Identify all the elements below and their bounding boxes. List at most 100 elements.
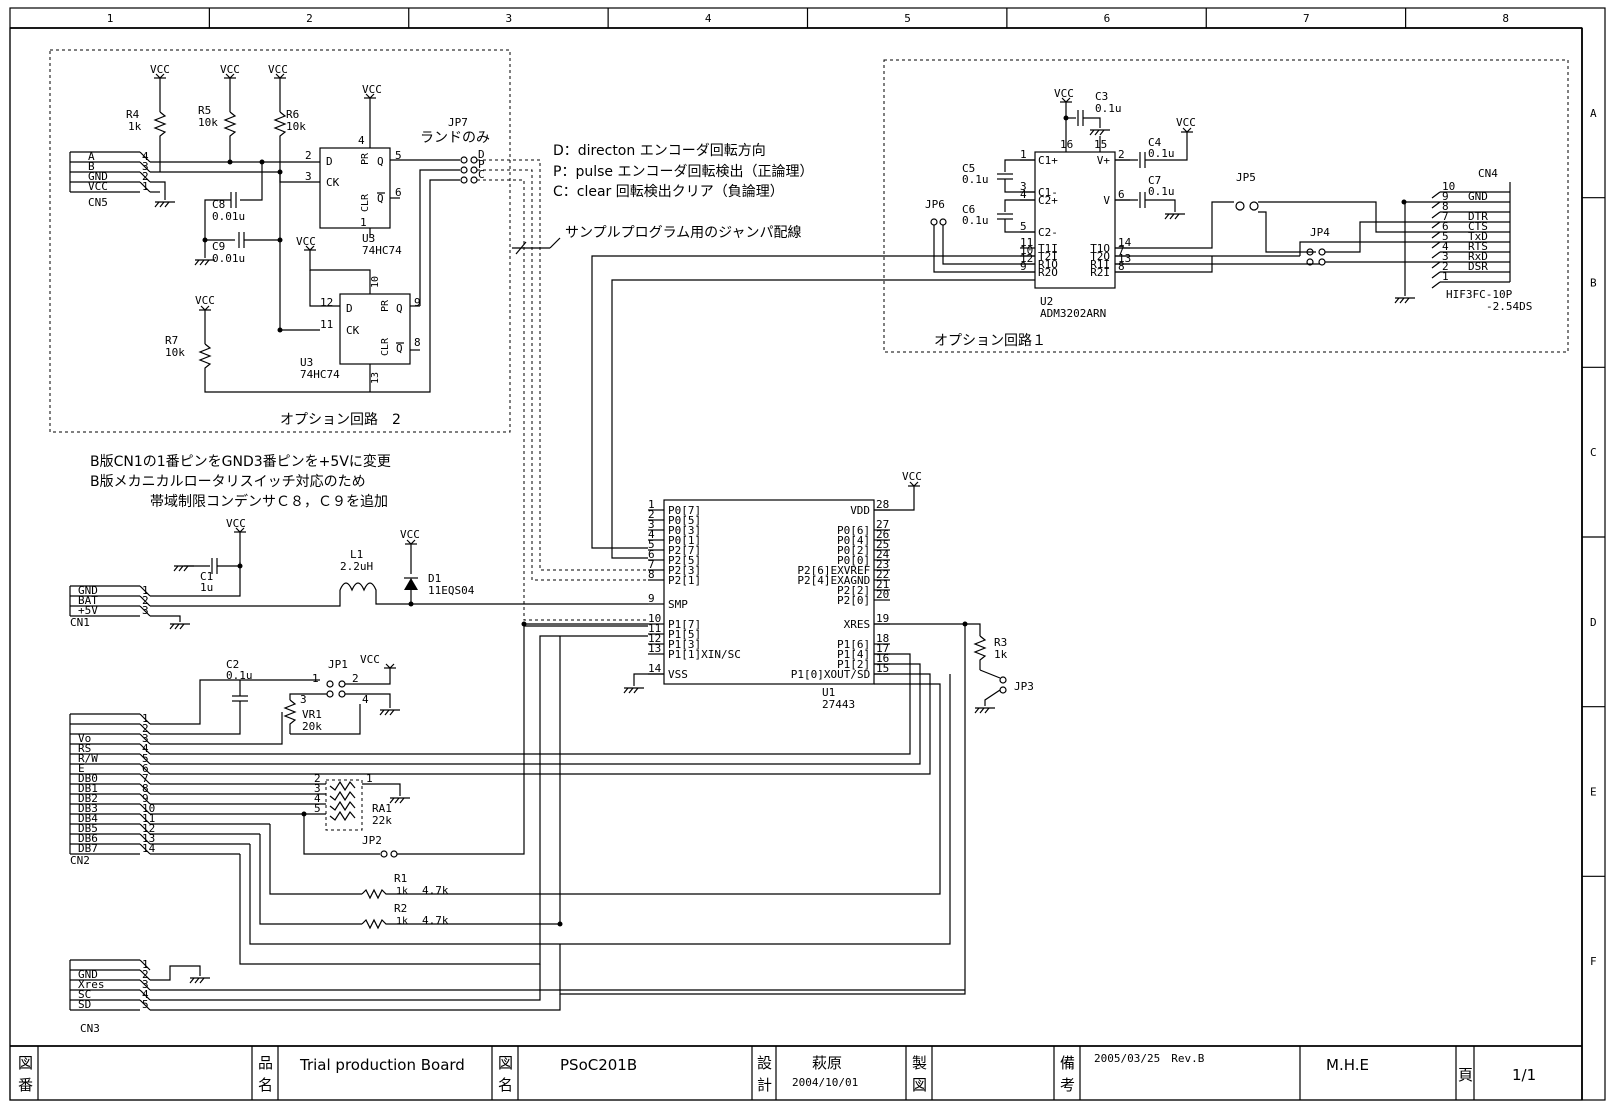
r2-value: 4.7k [422, 914, 449, 927]
r3-value: 1k [994, 648, 1008, 661]
u1-pin-label: P0[7] [668, 504, 701, 517]
cn2-pin-label: DB4 [78, 812, 98, 825]
cn5-pin-number: 1 [142, 180, 149, 193]
r2-ref: R2 [394, 902, 407, 915]
cn3-name: CN3 [80, 1022, 100, 1035]
u2-pin-number: 11 [1020, 236, 1033, 249]
cn4-pin-label: RxD [1468, 250, 1488, 263]
pin-number: 10 [370, 276, 381, 288]
u2-pin-number: 14 [1118, 236, 1132, 249]
r5-value: 10k [198, 116, 218, 129]
c9-value: 0.01u [212, 252, 245, 265]
u1-pin-label: P1[6] [837, 638, 870, 651]
tb-label: 図 [18, 1054, 33, 1072]
tb-design-date: 2004/10/01 [792, 1076, 858, 1089]
u1-pin-number: 4 [648, 528, 655, 541]
ra1-pin: 1 [366, 772, 373, 785]
dff-pin-qb: Q [377, 192, 384, 205]
column-marker: 2 [306, 12, 313, 25]
cn4-pin-label: CTS [1468, 220, 1488, 233]
r2-resistor [361, 918, 560, 930]
u2-part: ADM3202ARN [1040, 307, 1106, 320]
cn4-pin-number: 6 [1442, 220, 1449, 233]
u2-pin-label: C2+ [1038, 194, 1058, 207]
u1-pin-number: 17 [876, 642, 889, 655]
tb-label: 考 [1060, 1076, 1075, 1094]
column-marker: 6 [1104, 12, 1111, 25]
pin-number: 9 [414, 296, 421, 309]
u1-pin-number: 16 [876, 652, 889, 665]
jp7-note: ランドのみ [420, 130, 490, 146]
vcc-label: VCC [1176, 116, 1196, 129]
dff-pin-d: D [346, 302, 353, 315]
u1-pin-number: 9 [648, 592, 655, 605]
r4-value: 1k [128, 120, 142, 133]
u1-pin-label: P0[1] [668, 534, 701, 547]
u2-pin-number: 6 [1118, 188, 1125, 201]
vcc-label: VCC [400, 528, 420, 541]
tb-label: 名 [498, 1076, 513, 1094]
r6-value: 10k [286, 120, 306, 133]
u1-pin-label: P2[2] [837, 584, 870, 597]
cn2-pin-number: 7 [142, 772, 149, 785]
jp1-pin: 1 [312, 672, 319, 685]
option-circuit-2: オプション回路 2 A B GND VCC 4 3 2 1 CN5 [49, 49, 648, 621]
jp7-pin: D [478, 148, 485, 161]
u1-pin-label: P1[1]XIN/SC [668, 648, 741, 661]
cn4-pin-label: DTR [1468, 210, 1488, 223]
jp4-label: JP4 [1310, 226, 1330, 239]
u1-pin-number: 28 [876, 498, 889, 511]
r5-ref: R5 [198, 104, 211, 117]
u2-ref: U2 [1040, 295, 1053, 308]
u1-pin-number: 11 [648, 622, 661, 635]
cn2-pin-label: DB7 [78, 842, 98, 855]
u2-pin-label: T2I [1038, 250, 1058, 263]
c6-ref: C6 [962, 203, 975, 216]
vr1-potentiometer [283, 699, 297, 734]
u1-pin-label: P2[1] [668, 574, 701, 587]
ra1-pin: 3 [314, 782, 321, 795]
u3b-part: 74HC74 [300, 368, 340, 381]
u2-pin-number: 12 [1020, 252, 1033, 265]
cn2-pin-number: 6 [142, 762, 149, 775]
cn3-pin-label: Xres [78, 978, 105, 991]
r3-ref: R3 [994, 636, 1007, 649]
ra1-array [325, 779, 363, 831]
revision-note: B版メカニカルロータリスイッチ対応のため [90, 474, 366, 490]
cn1-pin-number: 2 [142, 594, 149, 607]
cn5-pin-label: B [88, 160, 95, 173]
vcc-label: VCC [296, 235, 316, 248]
l1-value: 2.2uH [340, 560, 373, 573]
ra1-pin: 5 [314, 802, 321, 815]
jp1-pin: 3 [300, 693, 307, 706]
dff-pin-pr: PR [360, 152, 371, 165]
jp2-label: JP2 [362, 834, 382, 847]
legend-line: C：clear 回転検出クリア（負論理） [553, 184, 784, 200]
u1-pin-number: 23 [876, 558, 889, 571]
pin-number: 4 [358, 134, 365, 147]
cn1-pin-label: +5V [78, 604, 98, 617]
r3-resistor [973, 635, 987, 670]
u1-pin-label: P0[4] [837, 534, 870, 547]
row-marker: A [1590, 107, 1597, 120]
cn1-pin-label: BAT [78, 594, 98, 607]
u1-pin-label: VDD [850, 504, 870, 517]
d1-diode [404, 578, 418, 590]
row-marker: E [1590, 786, 1597, 799]
l1-ref: L1 [350, 548, 363, 561]
jp1-pin: 4 [362, 693, 369, 706]
cn3-pin-label: SC [78, 988, 91, 1001]
cn2-pin-number: 2 [142, 722, 149, 735]
u2-pin-number: 4 [1020, 188, 1027, 201]
c5-ref: C5 [962, 162, 975, 175]
tb-label: 番 [18, 1076, 33, 1094]
cn2-pin-label: DB6 [78, 832, 98, 845]
cn2-pin-label: DB0 [78, 772, 98, 785]
u1-pin-label: P0[2] [837, 544, 870, 557]
u2-pin-label: R2O [1038, 266, 1058, 279]
cn2-pin-label: Vo [78, 732, 91, 745]
u2-pin-label: C1- [1038, 186, 1058, 199]
